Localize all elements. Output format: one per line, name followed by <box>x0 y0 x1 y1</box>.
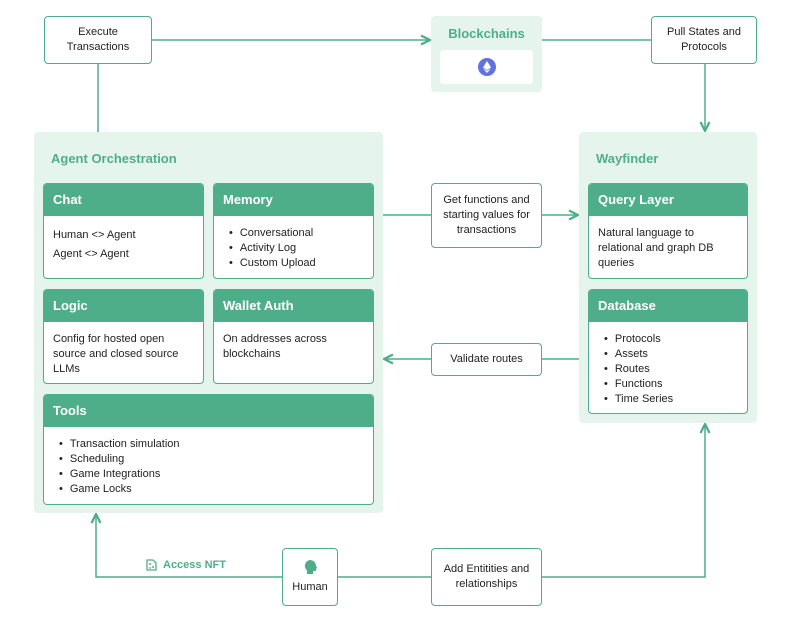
blockchain-list <box>440 50 533 84</box>
blockchains-panel: Blockchains <box>431 16 542 92</box>
chat-line: Agent <> Agent <box>53 248 129 260</box>
logic-card: Logic Config for hosted open source and … <box>43 289 204 384</box>
database-title: Database <box>589 290 747 322</box>
logic-title: Logic <box>44 290 203 322</box>
pull-states-box: Pull States and Protocols <box>651 16 757 64</box>
agent-orchestration-title: Agent Orchestration <box>51 151 177 166</box>
logic-text: Config for hosted open source and closed… <box>53 333 179 375</box>
query-layer-title: Query Layer <box>589 184 747 216</box>
tools-item: Game Integrations <box>53 467 364 482</box>
wallet-auth-card: Wallet Auth On addresses across blockcha… <box>213 289 374 384</box>
tools-item: Game Locks <box>53 482 364 497</box>
tools-item: Transaction simulation <box>53 437 364 452</box>
validate-routes-box: Validate routes <box>431 343 542 376</box>
database-item: Routes <box>598 362 738 377</box>
memory-item: Custom Upload <box>223 256 364 271</box>
nft-document-icon <box>146 559 157 571</box>
blockchains-title: Blockchains <box>448 26 525 41</box>
tools-item: Scheduling <box>53 452 364 467</box>
query-layer-text: Natural language to relational and graph… <box>598 227 714 269</box>
memory-card: Memory ConversationalActivity LogCustom … <box>213 183 374 279</box>
chat-title: Chat <box>44 184 203 216</box>
database-item: Functions <box>598 377 738 392</box>
add-entities-box: Add Entitities and relationships <box>431 548 542 606</box>
chat-line: Human <> Agent <box>53 229 136 241</box>
ethereum-icon <box>477 58 496 76</box>
database-item: Assets <box>598 347 738 362</box>
tools-card: Tools Transaction simulationSchedulingGa… <box>43 394 374 505</box>
access-nft-text: Access NFT <box>163 559 226 571</box>
database-card: Database ProtocolsAssetsRoutesFunctionsT… <box>588 289 748 414</box>
arrow-add-wayfinder <box>542 424 705 578</box>
human-head-icon <box>304 560 318 574</box>
execute-transactions-box: Execute Transactions <box>44 16 152 64</box>
memory-item: Conversational <box>223 226 364 241</box>
arrow-human-orch <box>96 514 282 578</box>
memory-title: Memory <box>214 184 373 216</box>
human-label: Human <box>292 581 328 593</box>
tools-title: Tools <box>44 395 373 427</box>
wayfinder-title: Wayfinder <box>596 151 659 166</box>
query-layer-card: Query Layer Natural language to relation… <box>588 183 748 279</box>
wallet-auth-title: Wallet Auth <box>214 290 373 322</box>
get-functions-box: Get functions and starting values for tr… <box>431 183 542 248</box>
human-box: Human <box>282 548 338 606</box>
database-item: Time Series <box>598 392 738 407</box>
memory-item: Activity Log <box>223 241 364 256</box>
database-item: Protocols <box>598 332 738 347</box>
access-nft-label: Access NFT <box>146 559 226 571</box>
wallet-auth-text: On addresses across blockchains <box>223 333 327 360</box>
